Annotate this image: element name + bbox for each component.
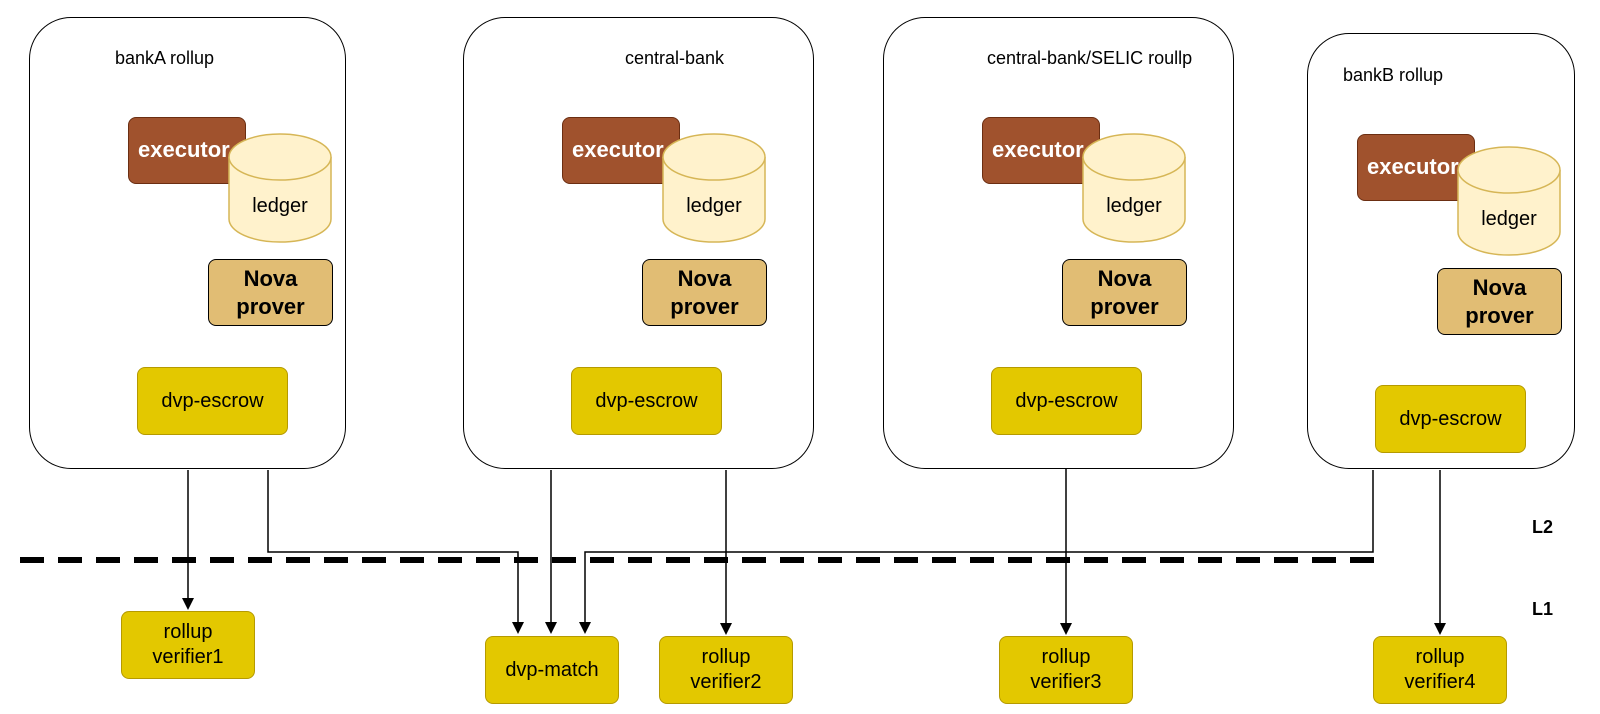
l1-layer-label: L1 [1532,599,1554,619]
selic-executor-block: executor [982,117,1100,184]
banka-rollup-title: bankA rollup [115,48,215,68]
central-bank-ledger-label: ledger [686,195,742,217]
bankb-dvp-escrow: dvp-escrow [1375,385,1526,453]
database-icon [1457,146,1561,256]
selic-ledger-label: ledger [1106,195,1162,217]
selic-nova-prover: Nova prover [1062,259,1187,326]
rollup-verifier3: rollup verifier3 [999,636,1133,704]
bankb-ledger-label: ledger [1481,208,1537,230]
central-bank-ledger-database: ledger [662,133,766,243]
database-icon [1082,133,1186,243]
arrow-banka-escrow-to-dvp-match [267,470,524,634]
central-bank-rollup-title: central-bank [625,48,725,68]
central-bank-dvp-escrow: dvp-escrow [571,367,722,435]
database-icon [228,133,332,243]
rollup-verifier1: rollup verifier1 [121,611,255,679]
central-bank-executor-block: executor [562,117,680,184]
selic-ledger-database: ledger [1082,133,1186,243]
rollup-verifier2: rollup verifier2 [659,636,793,704]
rollup-verifier4: rollup verifier4 [1373,636,1507,704]
bankb-nova-prover: Nova prover [1437,268,1562,335]
bankb-rollup-title: bankB rollup [1343,65,1444,85]
bankb-executor-block: executor [1357,134,1475,201]
selic-dvp-escrow: dvp-escrow [991,367,1142,435]
banka-executor-block: executor [128,117,246,184]
bankb-ledger-database: ledger [1457,146,1561,256]
banka-ledger-database: ledger [228,133,332,243]
banka-dvp-escrow: dvp-escrow [137,367,288,435]
central-bank-nova-prover: Nova prover [642,259,767,326]
database-icon [662,133,766,243]
banka-ledger-label: ledger [252,195,308,217]
l2-layer-label: L2 [1532,517,1554,537]
selic-rollup-title: central-bank/SELIC roullp [987,48,1193,68]
dvp-match: dvp-match [485,636,619,704]
arrow-bankb-escrow-to-dvp-match [579,470,1374,634]
banka-nova-prover: Nova prover [208,259,333,326]
